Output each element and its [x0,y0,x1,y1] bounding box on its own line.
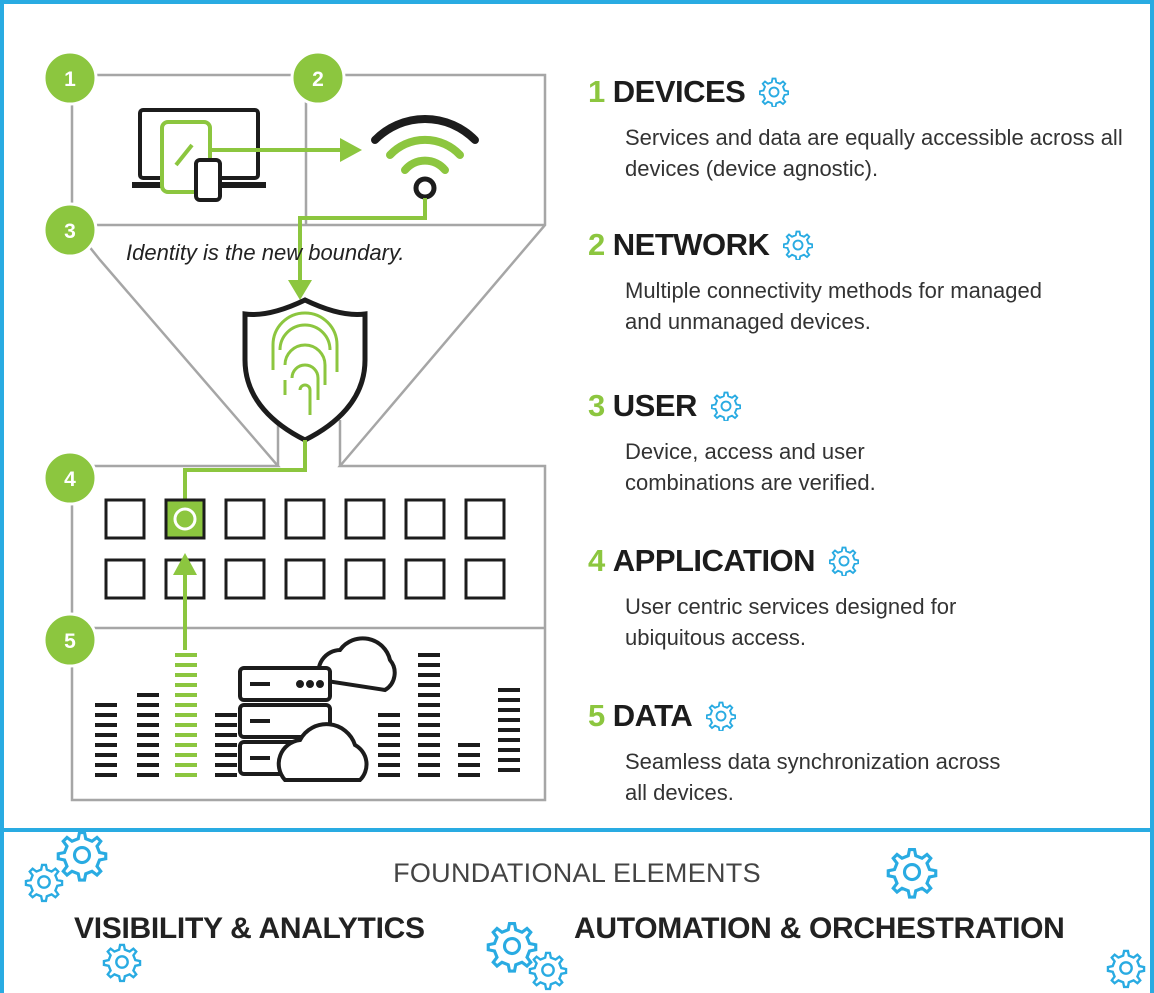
step-number: 1 [588,74,605,109]
gear-icon [1106,949,1146,989]
svg-text:3: 3 [64,220,76,243]
step-label: DEVICES [612,74,746,109]
step-badge-5: 5 [42,612,98,668]
arrow-devices-to-network [210,138,362,162]
foundation-automation: AUTOMATION & ORCHESTRATION [574,912,1065,945]
svg-text:2: 2 [312,68,324,91]
application-grid [104,498,506,600]
gear-icon [783,230,814,260]
data-bar-highlight [175,653,197,777]
step-badge-4: 4 [42,450,98,506]
arrow-network-to-identity [288,198,427,300]
step-badge-3: 3 [42,202,98,258]
cloud-icon [276,722,369,782]
phone-icon [194,158,222,202]
step-label: DATA [612,698,693,733]
step-desc-application: User centric services designed for ubiqu… [625,594,957,650]
step-number: 5 [588,698,605,733]
gear-icon [486,921,538,973]
step-number: 4 [588,543,605,578]
gear-icon [759,77,790,107]
gear-icon [528,951,568,991]
step-desc-network: Multiple connectivity methods for manage… [625,278,1042,334]
step-label: USER [612,388,698,423]
tagline: Identity is the new boundary. [126,240,405,265]
gear-icon [706,701,737,731]
step-badge-1: 1 [42,50,98,106]
svg-text:5: 5 [64,630,76,653]
step-desc-data: Seamless data synchronization across all… [625,749,1001,805]
gear-icon [710,391,741,421]
svg-text:4: 4 [64,468,76,491]
fingerprint-shield-icon [242,297,368,443]
arrow-data-to-application [173,553,197,650]
wifi-icon [371,114,479,200]
step-label: NETWORK [612,227,770,262]
step-desc-devices: Services and data are equally accessible… [625,125,1123,181]
step-desc-user: Device, access and user combinations are… [625,439,876,495]
foundation-title: FOUNDATIONAL ELEMENTS [393,858,761,888]
step-number: 2 [588,227,605,262]
arrow-identity-to-application [183,440,307,500]
step-label: APPLICATION [612,543,816,578]
step-badge-2: 2 [290,50,346,106]
svg-text:1: 1 [64,68,76,91]
cloud-icon [316,636,397,693]
step-number: 3 [588,388,605,423]
gear-icon [102,943,142,983]
data-bars [95,653,520,777]
foundation-visibility: VISIBILITY & ANALYTICS [74,912,425,945]
gear-icon [829,546,860,576]
